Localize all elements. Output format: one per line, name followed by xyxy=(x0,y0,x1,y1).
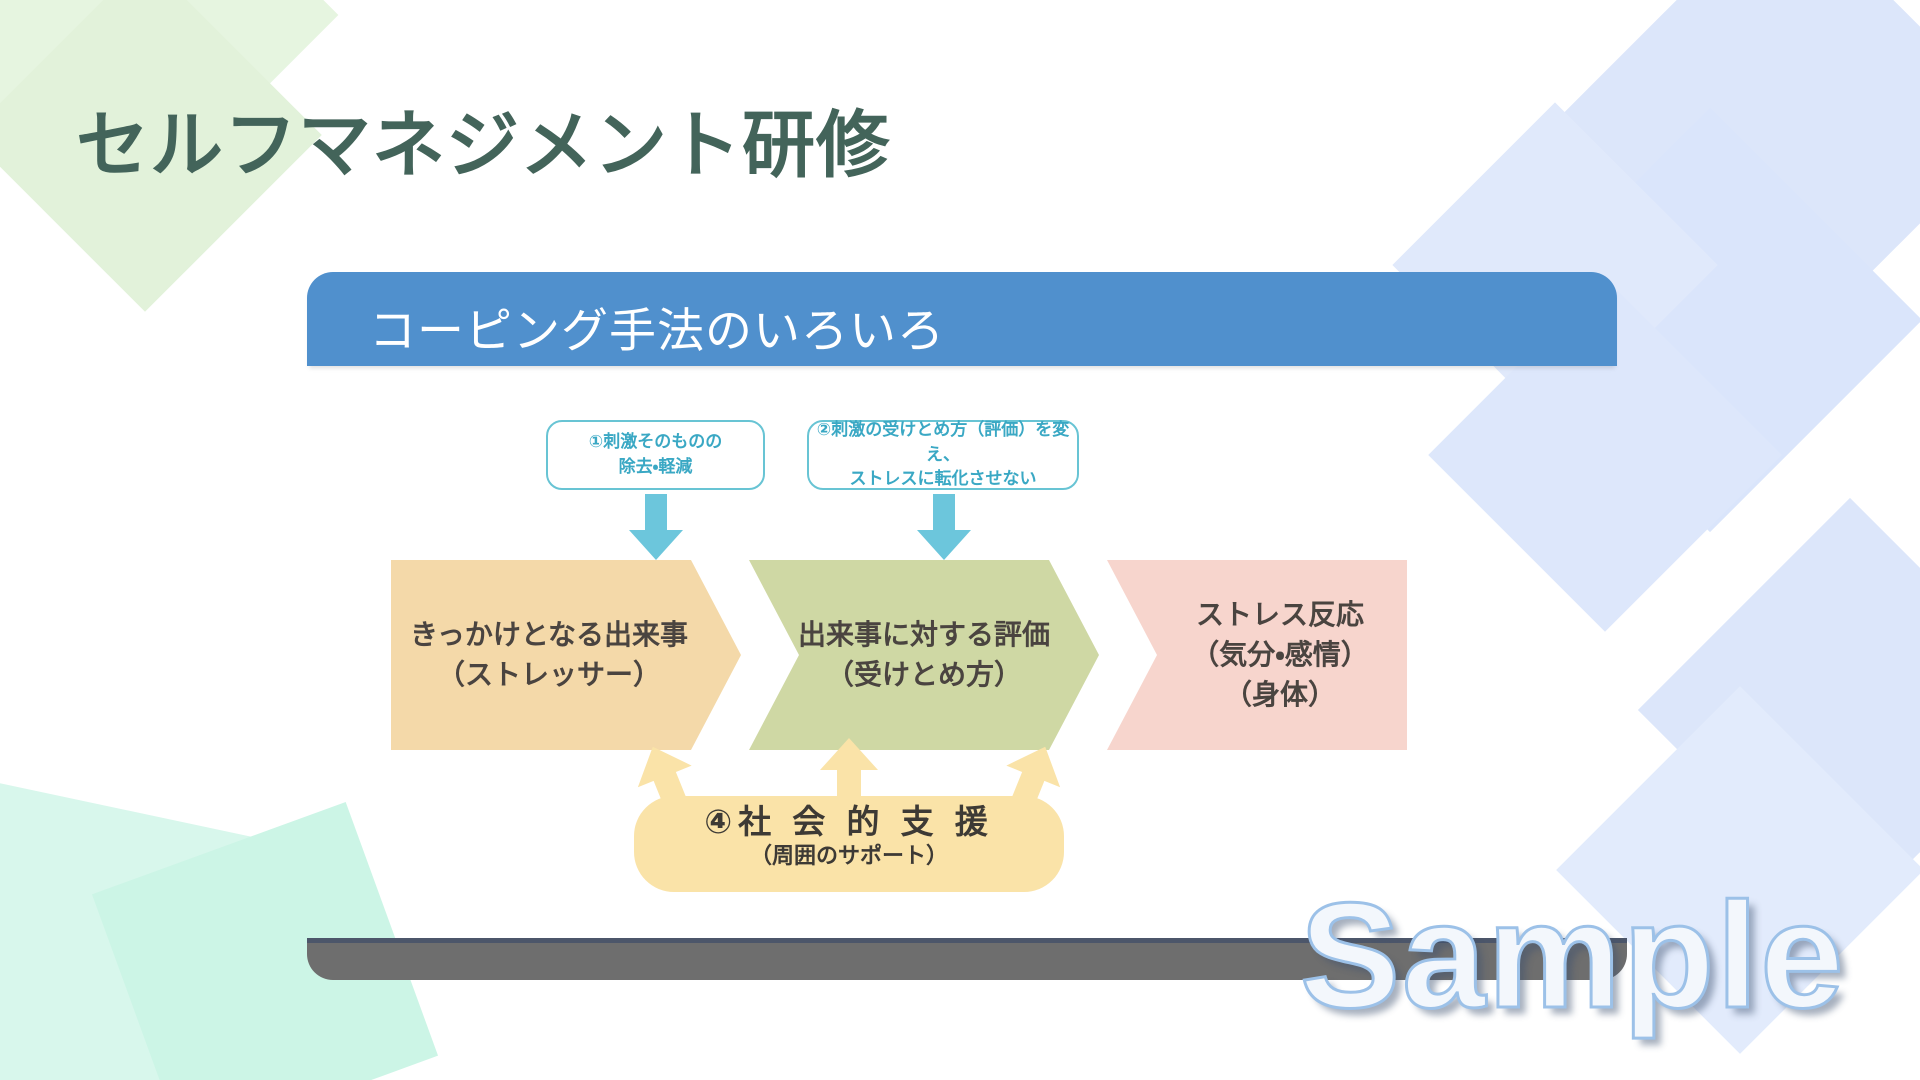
process-block-appraisal: 出来事に対する評価 （受けとめ方） xyxy=(749,560,1099,750)
callout-1-line2: 除去・軽減 xyxy=(618,457,693,476)
chev-2-line1: 出来事に対する評価 xyxy=(797,619,1050,651)
card-header: コーピング手法のいろいろ xyxy=(307,272,1617,366)
social-support-bar xyxy=(634,796,1064,892)
process-block-stressor: きっかけとなる出来事 （ストレッサー） xyxy=(391,560,741,750)
chev-3-line2: （気分・感情） xyxy=(1191,639,1369,671)
mint-square-1 xyxy=(0,782,288,1080)
social-support-title: ④社 会 的 支 援 xyxy=(704,803,994,840)
chev-2-line2: （受けとめ方） xyxy=(825,659,1022,690)
card-header-title: コーピング手法のいろいろ xyxy=(369,304,945,357)
process-block-stress-reaction: ストレス反応 （気分・感情） （身体） xyxy=(1107,560,1407,750)
chev-1-line2: （ストレッサー） xyxy=(436,659,661,690)
page-title: セルフマネジメント研修 xyxy=(76,105,890,186)
content-card: コーピング手法のいろいろ ①刺激そのものの 除去・軽減 ②刺激の受けとめ方（評価… xyxy=(307,272,1617,952)
social-support-subtitle: （周囲のサポート） xyxy=(749,843,948,869)
process-row: きっかけとなる出来事 （ストレッサー） 出来事に対する評価 （受けとめ方） スト… xyxy=(391,560,1539,750)
social-support-text: ④社 会 的 支 援 （周囲のサポート） xyxy=(634,803,1064,871)
chev-3-line3: （身体） xyxy=(1223,678,1336,710)
callout-2-line2: ストレスに転化させない xyxy=(849,469,1037,489)
chev-3-line1: ストレス反応 xyxy=(1195,599,1364,631)
card-footer-bar xyxy=(307,938,1627,980)
down-arrow-icon-2 xyxy=(917,494,971,560)
social-support-block: ④社 会 的 支 援 （周囲のサポート） xyxy=(634,738,1064,892)
callout-appraisal-change: ②刺激の受けとめ方（評価）を変え、 ストレスに転化させない xyxy=(807,420,1079,490)
callout-2-line1: ②刺激の受けとめ方（評価）を変え、 xyxy=(816,420,1070,464)
down-arrow-icon-1 xyxy=(629,494,683,560)
callout-1-line1: ①刺激そのものの xyxy=(588,432,723,452)
blue-diamond-5 xyxy=(1637,497,1920,923)
chev-1-line1: きっかけとなる出来事 xyxy=(409,619,689,651)
up-arrow-icon-center xyxy=(820,738,878,814)
callout-stimulus-removal: ①刺激そのものの 除去・軽減 xyxy=(546,420,765,490)
